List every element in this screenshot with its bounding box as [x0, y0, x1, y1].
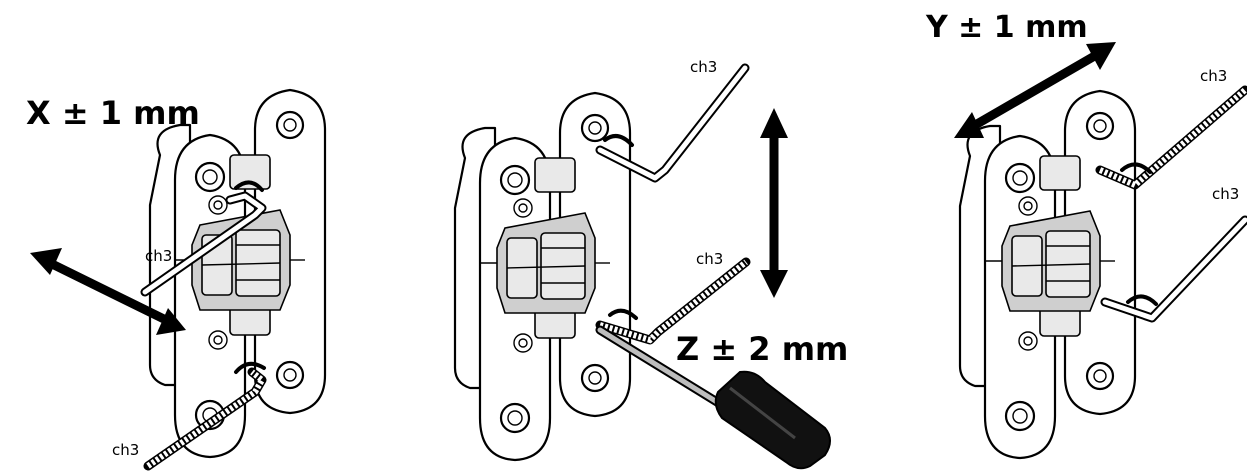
- concealed-hinge-icon: [958, 89, 1137, 460]
- double-arrow-icon: [760, 108, 788, 298]
- rotation-hook-icon: [1126, 294, 1158, 306]
- figure-z-drawing: [453, 63, 831, 470]
- allen-key-dashed-icon: [595, 257, 751, 345]
- tool-label: ch3: [696, 250, 724, 268]
- figure-y-drawing: [954, 42, 1247, 460]
- tool-label: ch3: [112, 441, 140, 459]
- allen-key-icon: [1100, 215, 1247, 323]
- double-arrow-icon: [954, 42, 1116, 138]
- tool-label: ch3: [1212, 185, 1240, 203]
- axis-label-x: X ± 1 mm: [26, 94, 200, 132]
- figure-x-drawing: [30, 88, 327, 471]
- rotation-hook-icon: [603, 134, 634, 147]
- allen-key-icon: [595, 63, 750, 183]
- tool-label: ch3: [690, 58, 718, 76]
- screwdriver-icon: [595, 325, 831, 470]
- allen-key-dashed-icon: [143, 367, 267, 471]
- rotation-hook-icon: [608, 308, 638, 320]
- rotation-hook-icon: [234, 180, 264, 192]
- axis-label-y: Y ± 1 mm: [926, 10, 1088, 45]
- figure-z-adjustment: Z ± 2 mm ch3 ch3: [400, 0, 860, 473]
- tool-label: ch3: [1200, 67, 1228, 85]
- tool-label: ch3: [145, 247, 173, 265]
- allen-key-icon: [140, 191, 267, 297]
- rotation-hook-icon: [234, 361, 266, 374]
- figure-y-adjustment: Y ± 1 mm ch3 ch3: [860, 0, 1247, 473]
- allen-key-dashed-icon: [1095, 85, 1247, 190]
- double-arrow-icon: [30, 248, 186, 335]
- figure-x-adjustment: X ± 1 mm ch3 ch3: [0, 0, 400, 473]
- axis-label-z: Z ± 2 mm: [676, 330, 849, 368]
- rotation-hook-icon: [1120, 162, 1152, 174]
